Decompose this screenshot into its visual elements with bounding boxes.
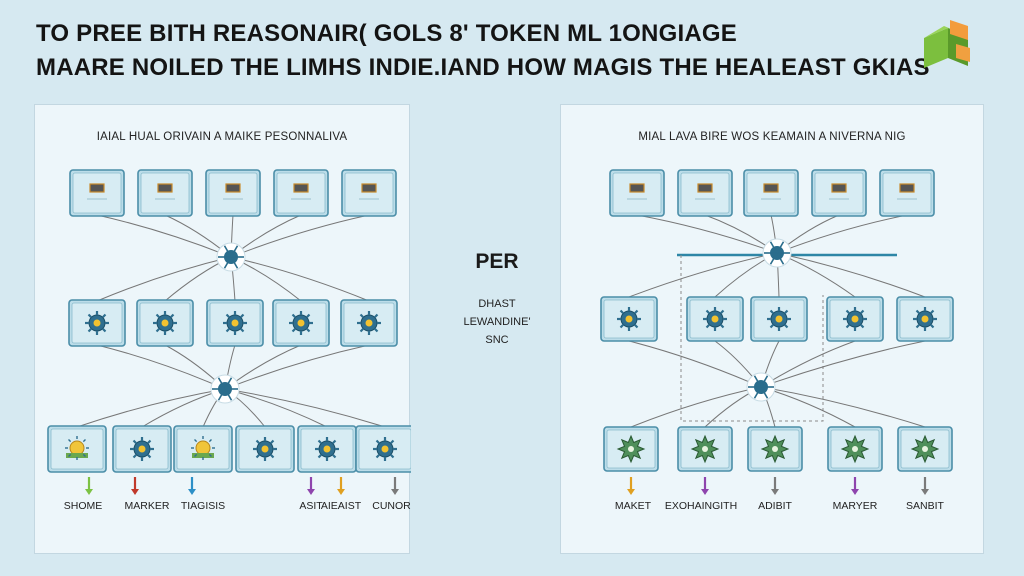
processing-node	[340, 299, 398, 347]
endpoint-label: TIAGISIS	[181, 500, 225, 512]
connector-line	[230, 214, 370, 258]
endpoint-node	[235, 425, 295, 473]
endpoint-label: ADIBIT	[758, 500, 792, 512]
connector-line	[96, 214, 232, 258]
right-panel-title: MIAL LAVA BIRE WOS KEAMAIN A NIVERNA NIG	[638, 131, 906, 143]
server-node	[609, 169, 665, 217]
center-caption-line-1: DHAST	[478, 298, 516, 310]
connector-line	[776, 252, 926, 298]
network-hub-icon	[746, 372, 776, 402]
endpoint-label: ASIT	[299, 500, 323, 512]
right-network-panel: MIAL LAVA BIRE WOS KEAMAIN A NIVERNA NIG…	[560, 104, 984, 554]
arrow-icon	[851, 477, 859, 495]
arrow-icon	[701, 477, 709, 495]
server-node	[205, 169, 261, 217]
endpoint-label: MAKET	[615, 500, 652, 512]
endpoint-label: MARKER	[125, 500, 170, 512]
cube-logo-icon	[924, 20, 970, 68]
connector-line	[224, 344, 370, 390]
processing-node	[206, 299, 264, 347]
endpoint-node	[677, 426, 733, 472]
connector-line	[636, 214, 778, 254]
processing-node	[686, 296, 744, 342]
center-caption-line-2: LEWANDINE'	[463, 316, 531, 328]
arrow-icon	[391, 477, 399, 495]
endpoint-node	[112, 425, 172, 473]
connector-line	[628, 252, 778, 298]
server-node	[879, 169, 935, 217]
arrow-icon	[771, 477, 779, 495]
network-hub-icon	[216, 242, 246, 272]
processing-node	[136, 299, 194, 347]
processing-node	[750, 296, 808, 342]
processing-node	[68, 299, 126, 347]
processing-node	[272, 299, 330, 347]
endpoint-label: EXOHAINGITH	[665, 500, 737, 512]
server-node	[811, 169, 867, 217]
endpoint-node	[173, 425, 233, 473]
server-node	[743, 169, 799, 217]
arrow-icon	[921, 477, 929, 495]
connector-line	[224, 388, 328, 428]
endpoint-label: CUNORE	[372, 500, 411, 512]
connector-line	[760, 340, 926, 388]
network-hub-icon	[210, 374, 240, 404]
arrow-icon	[627, 477, 635, 495]
arrow-icon	[307, 477, 315, 495]
endpoint-node	[355, 425, 411, 473]
endpoint-node	[297, 425, 357, 473]
connector-line	[776, 214, 908, 254]
endpoint-label: AIEAIST	[321, 500, 362, 512]
server-node	[677, 169, 733, 217]
connector-line	[96, 344, 226, 390]
connector-line	[224, 388, 386, 428]
endpoint-label: SANBIT	[906, 500, 945, 512]
server-node	[137, 169, 193, 217]
endpoint-node	[603, 426, 659, 472]
server-node	[273, 169, 329, 217]
connector-line	[630, 386, 762, 428]
network-hub-icon	[762, 238, 792, 268]
processing-node	[600, 296, 658, 342]
center-title: PER	[475, 250, 519, 273]
left-network-panel: IAIAL HUAL ORIVAIN A MAIKE PESONNALIVA S…	[34, 104, 411, 554]
arrow-icon	[337, 477, 345, 495]
connector-line	[230, 256, 370, 302]
endpoint-label: MARYER	[833, 500, 878, 512]
connector-line	[76, 388, 226, 428]
dashed-link	[680, 255, 824, 422]
arrow-icon	[85, 477, 93, 495]
arrow-icon	[188, 477, 196, 495]
header-title-line-1: TO PREE BITH REASONAIR( GOLS 8' TOKEN ML…	[36, 20, 737, 47]
connector-line	[628, 340, 762, 388]
server-node	[69, 169, 125, 217]
server-node	[341, 169, 397, 217]
center-caption-line-3: SNC	[485, 334, 509, 346]
header-title-line-2: MAARE NOILED THE LIMHS INDIE.IAND HOW MA…	[36, 54, 930, 81]
processing-node	[826, 296, 884, 342]
processing-node	[896, 296, 954, 342]
right-network-diagram: MAKET EXOHAINGITH ADIBIT MARYER SANBIT	[600, 169, 954, 512]
endpoint-node	[47, 425, 107, 473]
endpoint-node	[747, 426, 803, 472]
left-panel-title: IAIAL HUAL ORIVAIN A MAIKE PESONNALIVA	[96, 131, 348, 143]
endpoint-node	[897, 426, 953, 472]
connector-line	[96, 256, 232, 302]
connector-line	[760, 386, 926, 428]
endpoint-node	[827, 426, 883, 472]
arrow-icon	[131, 477, 139, 495]
endpoint-label: SHOME	[64, 500, 103, 512]
